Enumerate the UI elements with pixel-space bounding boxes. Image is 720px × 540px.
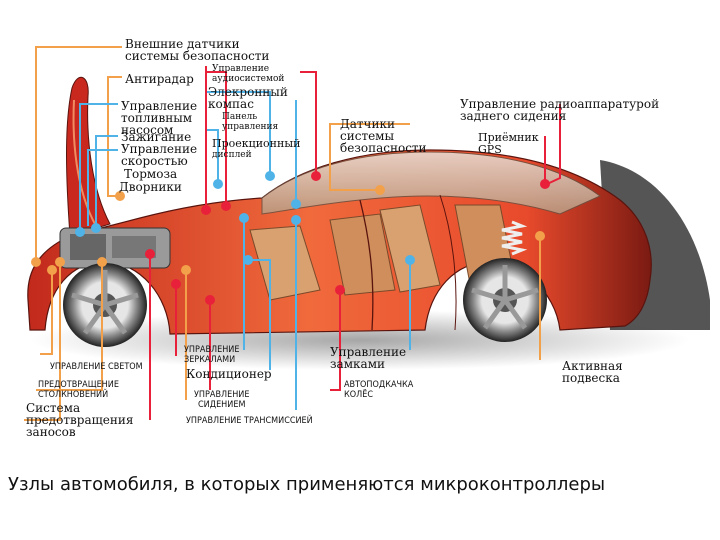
marker-dot [213, 179, 223, 189]
label-mirror-control: УПРАВЛЕНИЕ ЗЕРКАЛАМИ [184, 345, 240, 365]
marker-dot [47, 265, 57, 275]
label-brakes: Тормоза [124, 167, 178, 181]
marker-dot [535, 231, 545, 241]
seat-front [249, 225, 321, 301]
glass-canopy [261, 151, 601, 215]
label-projection-display: Проекционный дисплей [212, 137, 301, 161]
marker-dot [55, 257, 65, 267]
label-audio-control: Управление аудиосистемой [212, 64, 285, 84]
marker-dot [97, 257, 107, 267]
marker-dot [171, 279, 181, 289]
marker-dot [201, 205, 211, 215]
marker-dot [243, 255, 253, 265]
label-lighting-control: УПРАВЛЕНИЕ СВЕТОМ [50, 362, 143, 372]
label-speed-control: Управление скоростью [121, 142, 198, 168]
car-illustration [24, 46, 710, 421]
label-control-panel: Панель управления [222, 112, 279, 132]
marker-dot [31, 257, 41, 267]
label-antiradar: Антирадар [125, 72, 194, 86]
marker-dot [291, 199, 301, 209]
label-seat-control: УПРАВЛЕНИЕ СИДЕНИЕМ [194, 390, 250, 410]
label-tire-auto-inflation: АВТОПОДКАЧКА КОЛЁС [344, 380, 414, 400]
label-external-safety-sensors: Внешние датчики системы безопасности [125, 37, 270, 63]
marker-dot [181, 265, 191, 275]
label-wipers: Дворники [119, 180, 182, 194]
label-collision-avoidance: ПРЕДОТВРАЩЕНИЕ СТОЛКНОВЕНИЙ [38, 380, 119, 400]
marker-dot [221, 201, 231, 211]
suspension-spring [501, 220, 528, 256]
label-electronic-compass: Элекронный компас [208, 85, 288, 111]
marker-dot [540, 179, 550, 189]
marker-dot [205, 295, 215, 305]
label-active-suspension: Активная подвеска [562, 359, 623, 385]
marker-dot [335, 285, 345, 295]
marker-dot [375, 185, 385, 195]
label-skid-prevention-system: Система предотвращения заносов [26, 401, 134, 439]
label-rear-seat-radio-control: Управление радиоаппаратурой заднего сиде… [460, 97, 660, 123]
marker-dot [291, 215, 301, 225]
marker-dot [75, 227, 85, 237]
marker-dot [91, 223, 101, 233]
marker-dot [145, 249, 155, 259]
label-interior-safety-sensors: Датчики системы безопасности [340, 117, 427, 155]
label-lock-control: Управление замками [330, 345, 407, 371]
seat-rear [379, 204, 441, 293]
marker-dot [405, 255, 415, 265]
marker-dot [239, 213, 249, 223]
label-ignition: Зажигание [121, 130, 192, 144]
marker-dot [311, 171, 321, 181]
marker-dot [265, 171, 275, 181]
label-air-conditioner: Кондиционер [186, 367, 272, 381]
figure-caption: Узлы автомобиля, в которых применяются м… [8, 474, 606, 495]
label-fuel-pump-control: Управление топливным насосом [121, 99, 198, 137]
label-transmission-control: УПРАВЛЕНИЕ ТРАНСМИССИЕЙ [186, 416, 313, 426]
marker-dot [115, 191, 125, 201]
label-gps-receiver: Приёмник GPS [478, 131, 539, 156]
